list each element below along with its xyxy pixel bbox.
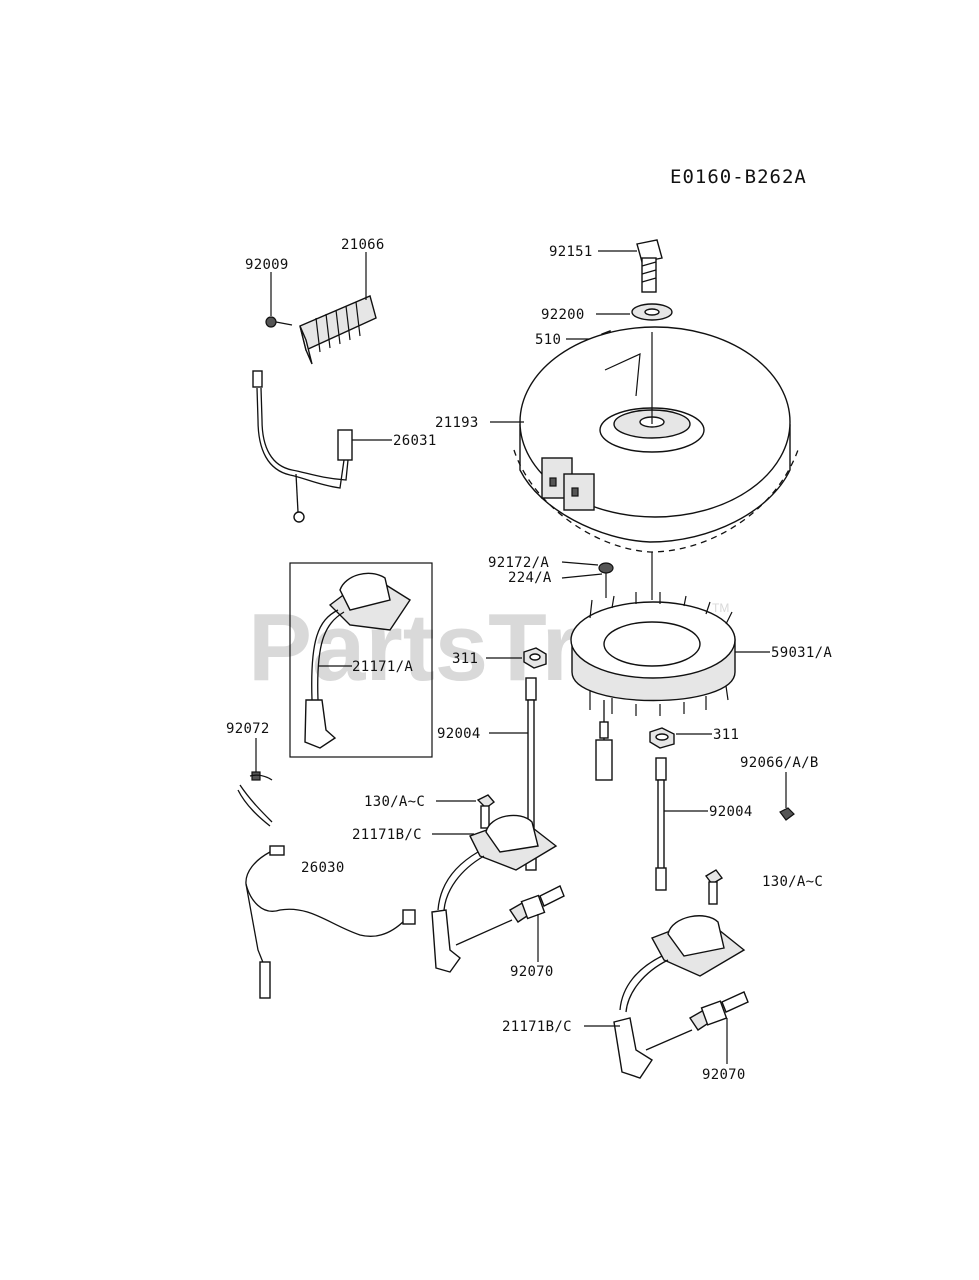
callout-92172a[interactable]: 92172/A	[488, 555, 549, 571]
diagram-code: E0160-B262A	[670, 166, 807, 188]
screw-92172a-part[interactable]	[598, 562, 614, 598]
spark-plug-left-part[interactable]	[509, 885, 565, 923]
bolt-130-left-part[interactable]	[476, 794, 496, 829]
callout-92200[interactable]: 92200	[541, 307, 585, 323]
flywheel-21193-part[interactable]	[513, 326, 799, 553]
callout-59031a[interactable]: 59031/A	[771, 645, 832, 661]
bolt-92151-part[interactable]	[636, 239, 663, 293]
callout-21171a[interactable]: 21171/A	[352, 659, 413, 675]
lead-wire-26030-part[interactable]	[245, 845, 416, 999]
coil-21171a-box	[289, 562, 433, 758]
nut-311-right-part[interactable]	[649, 727, 675, 749]
callout-130-right[interactable]: 130/A~C	[762, 874, 823, 890]
callout-21193[interactable]: 21193	[435, 415, 479, 431]
lead-wire-26031-part[interactable]	[252, 370, 353, 523]
callout-224a[interactable]: 224/A	[508, 570, 552, 586]
stud-92004-right-part[interactable]	[655, 757, 667, 891]
callout-21066[interactable]: 21066	[341, 237, 385, 253]
stator-59031a-part[interactable]	[570, 592, 736, 781]
callout-26030[interactable]: 26030	[301, 860, 345, 876]
ignition-coil-right-part[interactable]	[613, 915, 746, 1079]
ignition-coil-21171a-part[interactable]	[304, 572, 411, 749]
callout-92072[interactable]: 92072	[226, 721, 270, 737]
callout-21171bc-left[interactable]: 21171B/C	[352, 827, 422, 843]
nut-311-left-part[interactable]	[523, 647, 547, 669]
callout-21171bc-right[interactable]: 21171B/C	[502, 1019, 572, 1035]
callout-130-left[interactable]: 130/A~C	[364, 794, 425, 810]
callout-311-left[interactable]: 311	[452, 651, 478, 667]
regulator-part[interactable]	[299, 295, 377, 365]
washer-92200-part[interactable]	[631, 303, 673, 321]
callout-92066[interactable]: 92066/A/B	[740, 755, 819, 771]
spark-plug-right-part[interactable]	[689, 991, 749, 1031]
callout-92070-right[interactable]: 92070	[702, 1067, 746, 1083]
ignition-coil-left-part[interactable]	[431, 814, 558, 973]
callout-92004-right[interactable]: 92004	[709, 804, 753, 820]
bolt-130-right-part[interactable]	[704, 869, 724, 905]
screw-92009-part[interactable]	[265, 316, 293, 328]
callout-510[interactable]: 510	[535, 332, 561, 348]
band-92072-part[interactable]	[237, 771, 273, 827]
callout-26031[interactable]: 26031	[393, 433, 437, 449]
callout-92070-left[interactable]: 92070	[510, 964, 554, 980]
watermark-tm: TM	[712, 601, 729, 615]
callout-92151[interactable]: 92151	[549, 244, 593, 260]
callout-92009[interactable]: 92009	[245, 257, 289, 273]
callout-92004-left[interactable]: 92004	[437, 726, 481, 742]
screw-92066-part[interactable]	[779, 807, 795, 821]
callout-311-right[interactable]: 311	[713, 727, 739, 743]
